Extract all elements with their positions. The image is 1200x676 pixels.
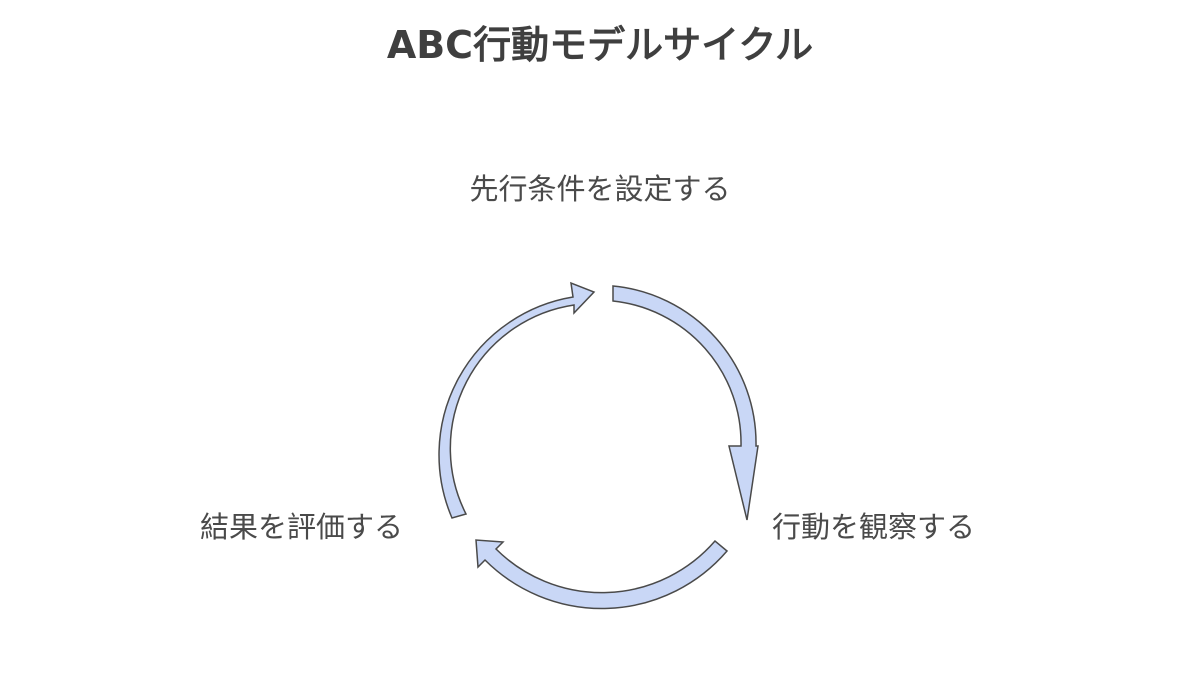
node-label-behavior: 行動を観察する [772, 510, 976, 544]
node-label-consequence: 結果を評価する [200, 510, 404, 544]
cycle-arrow-antecedent-to-behavior [612, 285, 759, 521]
cycle-arrow-consequence-to-antecedent [438, 281, 596, 519]
cycle-arrow-behavior-to-consequence [475, 539, 729, 610]
diagram-title: ABC行動モデルサイクル [386, 23, 814, 67]
node-label-antecedent: 先行条件を設定する [469, 172, 731, 206]
